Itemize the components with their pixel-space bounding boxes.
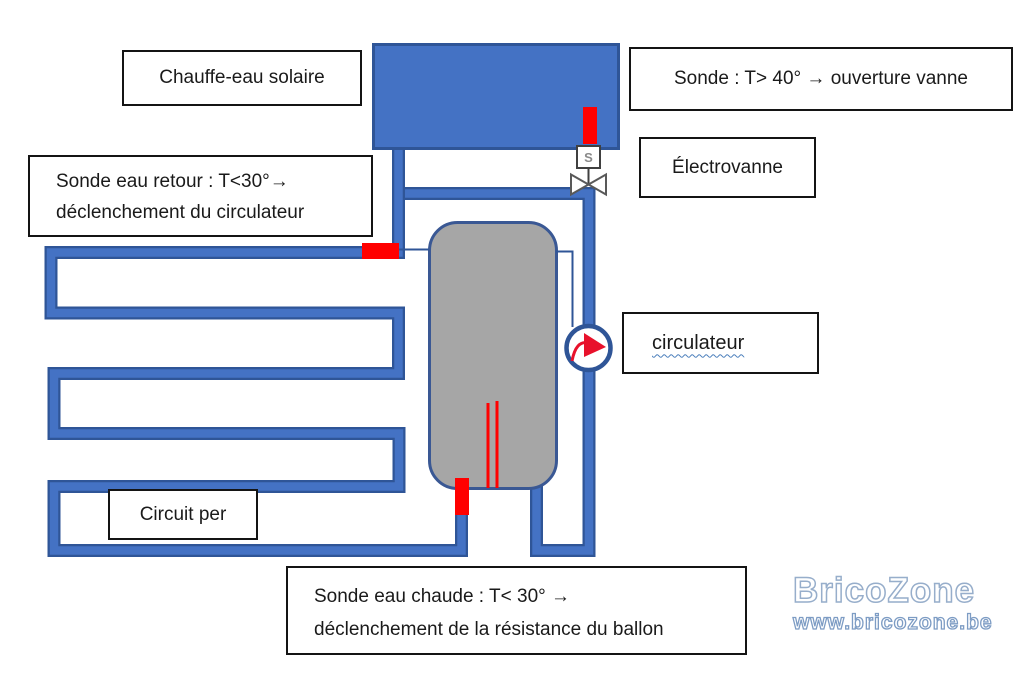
tank-ballon — [428, 221, 558, 490]
sensor-retour-probe — [362, 243, 399, 259]
label-circulateur: circulateur — [622, 312, 819, 374]
electrovalve-icon — [570, 172, 591, 197]
label-text-line1: Sonde eau retour : T<30°→ — [56, 171, 289, 192]
label-text: Circuit per — [139, 503, 227, 525]
label-text: circulateur — [652, 331, 745, 354]
label-text: Chauffe-eau solaire — [159, 67, 325, 89]
pipe-hot-return — [399, 189, 594, 555]
resistance-element-icon — [486, 401, 499, 488]
label-chauffe-eau-solaire: Chauffe-eau solaire — [122, 50, 362, 106]
label-sonde-vanne: Sonde : T> 40° → ouverture vanne — [629, 47, 1013, 111]
electrovalve-icon — [586, 172, 607, 197]
label-sonde-eau-retour: Sonde eau retour : T<30°→ déclenchement … — [28, 155, 373, 237]
solenoid-letter: S — [584, 149, 593, 165]
circulator-arrow-head — [584, 333, 606, 357]
sensor-eau-chaude-probe — [455, 478, 469, 515]
watermark-url: www.bricozone.be — [792, 610, 993, 634]
solenoid-s-box: S — [576, 145, 601, 169]
label-sonde-eau-chaude: Sonde eau chaude : T< 30° → déclenchemen… — [286, 566, 747, 655]
label-text: Sonde : T> 40° → ouverture vanne — [673, 68, 969, 90]
label-text: Électrovanne — [672, 156, 783, 178]
solar-panel — [372, 43, 620, 150]
label-text-line2: déclenchement de la résistance du ballon — [314, 619, 664, 640]
sensor-panel-probe — [583, 107, 597, 144]
label-text-line2: déclenchement du circulateur — [56, 202, 305, 223]
label-text-line1: Sonde eau chaude : T< 30° → — [314, 586, 571, 607]
label-electrovanne: Électrovanne — [639, 137, 816, 198]
watermark: BricoZone www.bricozone.be — [792, 571, 1023, 634]
sensor-wire-right — [556, 250, 574, 327]
label-circuit-per: Circuit per — [108, 489, 258, 540]
watermark-logo: BricoZone — [792, 571, 976, 610]
pipe-serpentine — [46, 150, 466, 555]
